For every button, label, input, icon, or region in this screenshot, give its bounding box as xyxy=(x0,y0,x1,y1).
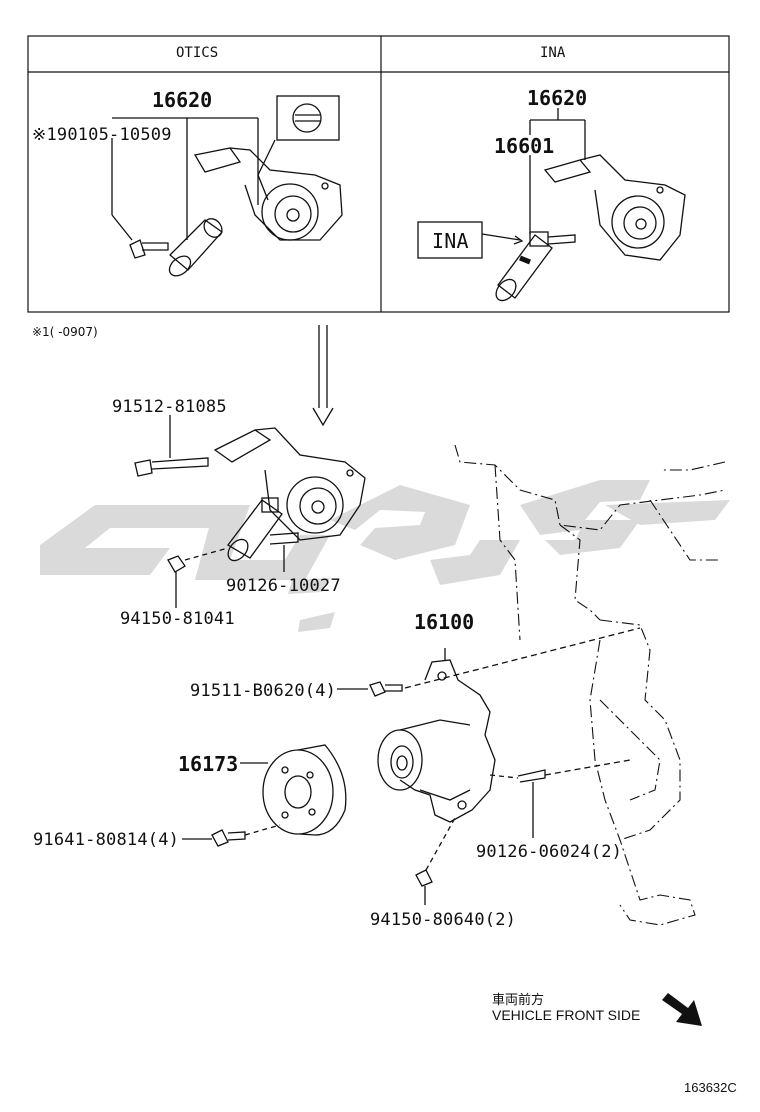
main-tensioner-drawing xyxy=(134,415,366,608)
part-number-pump-nut[interactable]: 94150-80640(2) xyxy=(370,910,517,930)
down-arrow xyxy=(312,325,334,427)
ina-tensioner-drawing xyxy=(417,108,686,302)
water-pump-drawing xyxy=(337,627,641,905)
table-header-ina: INA xyxy=(540,45,566,61)
direction-label-jp: 車両前方 xyxy=(492,993,545,1008)
ina-sub-part-number[interactable]: 16601 xyxy=(494,134,555,158)
inset-frame xyxy=(276,95,340,141)
footnote: ※1( -0907) xyxy=(32,325,98,339)
otics-assembly-part-number[interactable]: 16620 xyxy=(152,88,213,112)
ina-assembly-part-number[interactable]: 16620 xyxy=(527,86,588,110)
part-number-pulley-bolt[interactable]: 91641-80814(4) xyxy=(33,830,180,850)
part-number-pump-bolt[interactable]: 91511-B0620(4) xyxy=(190,681,337,701)
part-number-stud[interactable]: 90126-10027 xyxy=(226,576,341,596)
figure-code: 163632C xyxy=(684,1080,737,1095)
table-header-otics: OTICS xyxy=(176,45,219,61)
part-number-pump-stud[interactable]: 90126-06024(2) xyxy=(476,842,623,862)
part-number-long-bolt[interactable]: 91512-81085 xyxy=(112,397,227,417)
engine-block-outline xyxy=(454,444,726,926)
variant-table xyxy=(27,35,730,313)
otics-tensioner-drawing xyxy=(111,95,343,277)
ina-label-box: INA xyxy=(432,229,469,253)
part-number-pulley[interactable]: 16173 xyxy=(178,752,239,776)
pulley-drawing xyxy=(182,744,347,847)
otics-bolt-part-number[interactable]: ※190105-10509 xyxy=(32,125,172,145)
part-number-water-pump[interactable]: 16100 xyxy=(414,610,475,634)
part-number-nut[interactable]: 94150-81041 xyxy=(120,609,235,629)
front-arrow-icon xyxy=(662,993,702,1026)
direction-label-en: VEHICLE FRONT SIDE xyxy=(492,1007,641,1023)
